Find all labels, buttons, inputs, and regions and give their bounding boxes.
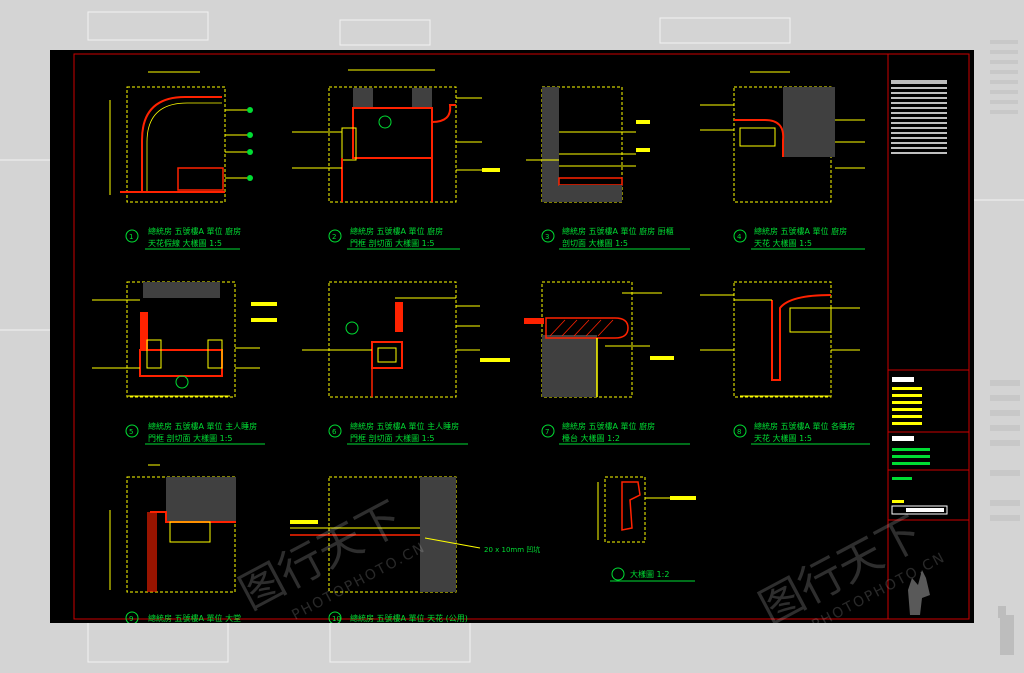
sheet-border [73,53,970,620]
svg-text:總統房 五號樓A 單位 廚房: 總統房 五號樓A 單位 廚房 [350,226,443,236]
detail-9-lobby-detail [109,464,236,593]
svg-text:總統房 五號樓A 單位 大堂: 總統房 五號樓A 單位 大堂 [148,613,241,623]
svg-text:大樣圖 1:2: 大樣圖 1:2 [630,569,669,579]
watermark: 图行天下 PHOTOPHOTO.CN 图行天下 PHOTOPHOTO.CN [231,492,948,623]
svg-text:檯台 大樣圖 1:2: 檯台 大樣圖 1:2 [562,433,620,443]
svg-text:總統房 五號樓A 單位 廚房: 總統房 五號樓A 單位 廚房 [754,226,847,236]
detail-10-note: 20 x 10mm 凹坑 [484,545,540,554]
svg-text:總統房 五號樓A 單位 主人睡房: 總統房 五號樓A 單位 主人睡房 [350,421,459,431]
detail-5-master-bedroom-door [92,281,277,398]
svg-text:天花 大樣圖 1:5: 天花 大樣圖 1:5 [754,238,812,248]
svg-text:總統房 五號樓A 單位 廚房: 總統房 五號樓A 單位 廚房 [148,226,241,236]
detail-2-door-frame-section [292,69,500,203]
svg-text:門框 剖切面 大樣圖 1:5: 門框 剖切面 大樣圖 1:5 [148,433,233,443]
detail-10-public-ceiling: 20 x 10mm 凹坑 [290,476,540,593]
svg-text:天花假線 大樣圖 1:5: 天花假線 大樣圖 1:5 [148,238,222,248]
svg-text:2: 2 [332,233,336,241]
title-block [888,80,969,521]
detail-8-bedroom-ceiling [700,281,860,398]
detail-4-ceiling-detail [700,71,865,203]
svg-text:6: 6 [332,428,337,436]
detail-3-cabinet-section [526,86,650,203]
detail-5-caption: 5 總統房 五號樓A 單位 主人睡房 門框 剖切面 大樣圖 1:5 [125,421,265,445]
watermark-figure-icon [908,570,930,615]
svg-text:10: 10 [332,615,341,623]
svg-text:3: 3 [545,233,549,241]
svg-text:總統房 五號樓A 單位 廚房: 總統房 五號樓A 單位 廚房 [562,421,655,431]
detail-1-caption: 1 總統房 五號樓A 單位 廚房 天花假線 大樣圖 1:5 [125,226,241,250]
svg-text:總統房 五號樓A 單位 各睡房: 總統房 五號樓A 單位 各睡房 [754,421,855,431]
detail-9-caption: 9 總統房 五號樓A 單位 大堂 [125,611,241,623]
detail-captions: 1 總統房 五號樓A 單位 廚房 天花假線 大樣圖 1:5 2 總統房 五號樓A… [125,226,870,623]
detail-11-moulding-profile [597,476,696,581]
svg-text:4: 4 [737,233,742,241]
svg-text:總統房 五號樓A 單位 廚房 厨櫃: 總統房 五號樓A 單位 廚房 厨櫃 [562,226,674,236]
detail-1-ceiling-cornice [109,71,253,203]
svg-text:總統房 五號樓A 單位 主人睡房: 總統房 五號樓A 單位 主人睡房 [148,421,257,431]
svg-text:5: 5 [129,428,133,436]
detail-11-caption: 大樣圖 1:2 [610,569,695,582]
detail-3-caption: 3 總統房 五號樓A 單位 廚房 厨櫃 剖切面 大樣圖 1:5 [541,226,690,250]
detail-8-caption: 8 總統房 五號樓A 單位 各睡房 天花 大樣圖 1:5 [733,421,870,445]
detail-7-caption: 7 總統房 五號樓A 單位 廚房 檯台 大樣圖 1:2 [541,421,690,445]
svg-text:9: 9 [129,615,133,623]
svg-text:剖切面 大樣圖 1:5: 剖切面 大樣圖 1:5 [562,238,628,248]
detail-10-caption: 10 總統房 五號樓A 單位 天花 (公用) [328,611,468,623]
svg-text:8: 8 [737,428,741,436]
cad-drawing-sheet: 20 x 10mm 凹坑 1 總統房 五號樓A 單位 廚房 天花假線 大樣圖 1… [50,50,974,623]
svg-text:總統房 五號樓A 單位 天花 (公用): 總統房 五號樓A 單位 天花 (公用) [350,613,468,623]
detail-7-countertop-section [524,281,674,398]
detail-6-master-bedroom-door-frame [302,281,510,398]
detail-4-caption: 4 總統房 五號樓A 單位 廚房 天花 大樣圖 1:5 [733,226,865,250]
detail-6-caption: 6 總統房 五號樓A 單位 主人睡房 門框 剖切面 大樣圖 1:5 [328,421,468,445]
svg-text:門框 剖切面 大樣圖 1:5: 門框 剖切面 大樣圖 1:5 [350,238,435,248]
svg-text:1: 1 [129,233,133,241]
svg-text:7: 7 [545,428,549,436]
detail-2-caption: 2 總統房 五號樓A 單位 廚房 門框 剖切面 大樣圖 1:5 [328,226,460,250]
detail-drawings: 20 x 10mm 凹坑 1 總統房 五號樓A 單位 廚房 天花假線 大樣圖 1… [73,53,970,623]
svg-text:天花 大樣圖 1:5: 天花 大樣圖 1:5 [754,433,812,443]
svg-text:門框 剖切面 大樣圖 1:5: 門框 剖切面 大樣圖 1:5 [350,433,435,443]
